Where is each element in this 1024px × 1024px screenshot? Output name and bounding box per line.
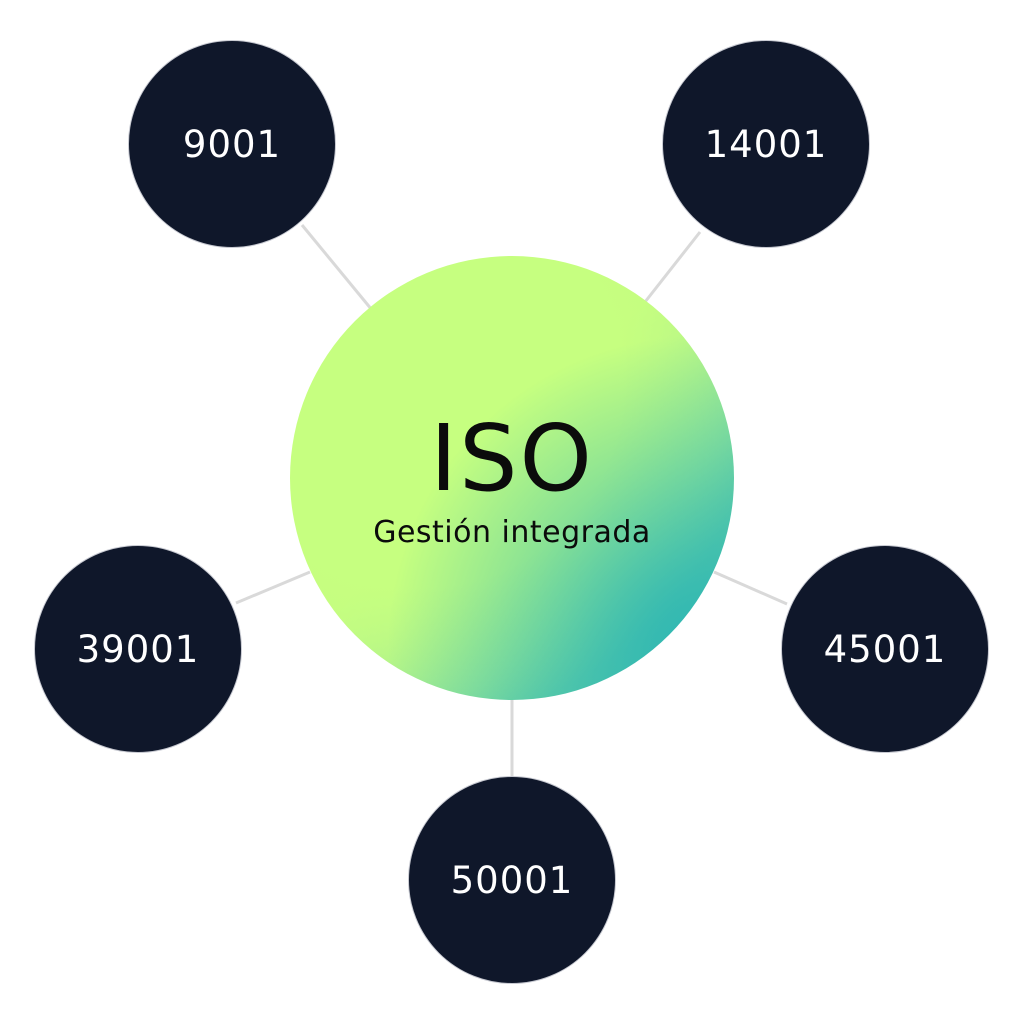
- node-45001: 45001: [781, 545, 989, 753]
- node-label: 45001: [823, 627, 947, 671]
- node-label: 50001: [450, 858, 574, 902]
- node-label: 39001: [76, 627, 200, 671]
- node-label: 9001: [182, 122, 282, 166]
- node-50001: 50001: [408, 776, 616, 984]
- center-subtitle: Gestión integrada: [373, 514, 651, 550]
- node-label: 14001: [704, 122, 828, 166]
- connector-9001: [300, 224, 374, 311]
- center-title: ISO: [430, 404, 594, 512]
- node-39001: 39001: [34, 545, 242, 753]
- connector-39001: [235, 570, 311, 605]
- node-14001: 14001: [662, 40, 870, 248]
- node-9001: 9001: [128, 40, 336, 248]
- connector-45001: [713, 570, 788, 606]
- center-hub: ISO Gestión integrada: [290, 256, 734, 700]
- connector-14001: [643, 231, 702, 303]
